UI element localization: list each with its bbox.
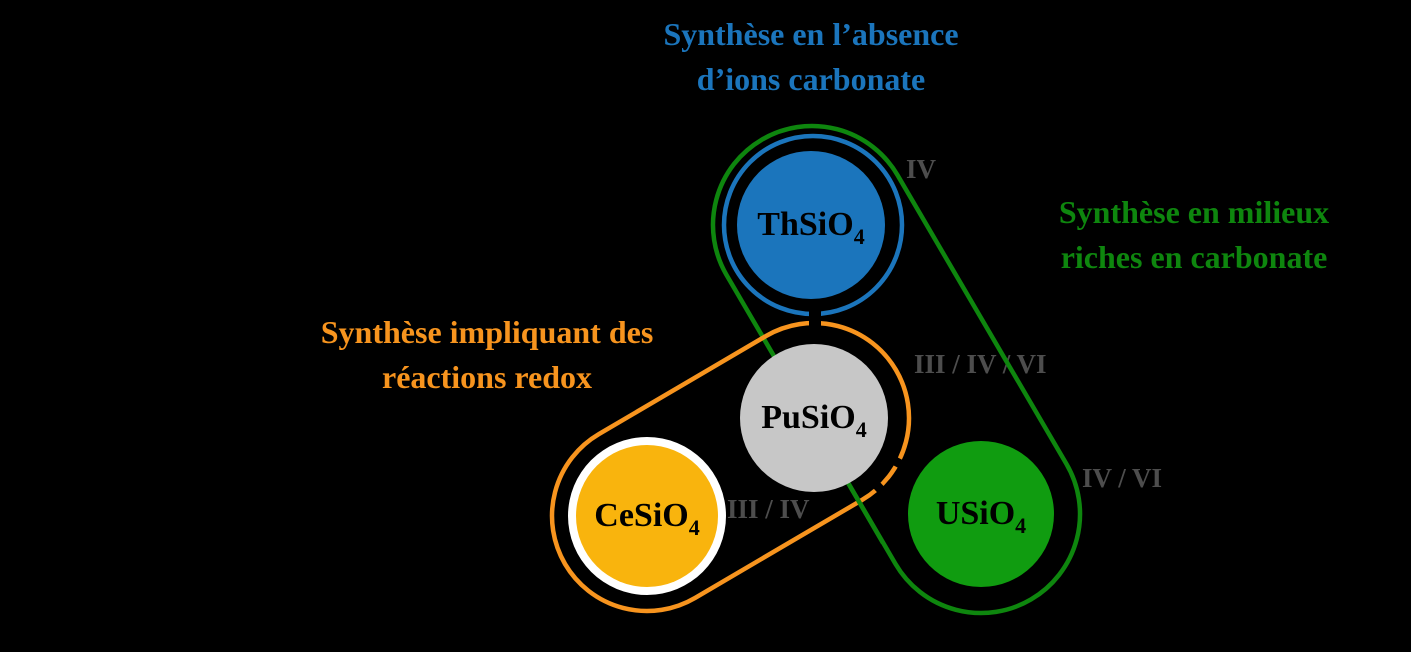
oxidation-states-thsio4: IV xyxy=(906,154,937,184)
redox-title: Synthèse impliquant des réactions redox xyxy=(237,310,737,400)
carbonate-free-title: Synthèse en l’absence d’ions carbonate xyxy=(561,12,1061,102)
redox-outline-gap-1 xyxy=(888,454,908,471)
pusio4-formula-subscript: 4 xyxy=(855,417,867,442)
carbonate-free-title-line1: Synthèse en l’absence xyxy=(663,16,959,52)
redox-outline-gap-2 xyxy=(870,479,888,497)
redox-outline xyxy=(549,320,912,614)
cesio4-formula-subscript: 4 xyxy=(688,515,700,540)
cesio4-label: CeSiO4 xyxy=(497,486,797,546)
pusio4-circle xyxy=(740,344,888,492)
pusio4-label: PuSiO4 xyxy=(664,388,964,448)
redox-title-line1: Synthèse impliquant des xyxy=(320,314,654,350)
thsio4-label: ThSiO4 xyxy=(661,195,961,255)
carbonate-rich-title-line2: riches en carbonate xyxy=(1060,239,1328,275)
usio4-label: USiO4 xyxy=(831,484,1131,544)
thsio4-formula-subscript: 4 xyxy=(853,224,865,249)
carbonate-rich-title: Synthèse en milieux riches en carbonate xyxy=(944,190,1411,280)
thsio4-circle xyxy=(737,151,885,299)
usio4-formula-subscript: 4 xyxy=(1015,513,1027,538)
oxidation-states-pusio4: III / IV / VI xyxy=(914,349,1047,379)
carbonate-rich-title-line1: Synthèse en milieux xyxy=(1058,194,1330,230)
usio4-circle xyxy=(908,441,1054,587)
oxidation-states-cesio4: III / IV xyxy=(727,494,810,524)
redox-title-line2: réactions redox xyxy=(381,359,593,395)
oxidation-states-usio4: IV / VI xyxy=(1082,463,1163,493)
thsio4-formula-text: ThSiO xyxy=(757,206,854,243)
cesio4-formula-text: CeSiO xyxy=(594,497,689,534)
cesio4-circle xyxy=(576,445,718,587)
pusio4-formula-text: PuSiO xyxy=(761,399,856,436)
carbonate-free-title-line2: d’ions carbonate xyxy=(696,61,926,97)
usio4-formula-text: USiO xyxy=(935,495,1016,532)
